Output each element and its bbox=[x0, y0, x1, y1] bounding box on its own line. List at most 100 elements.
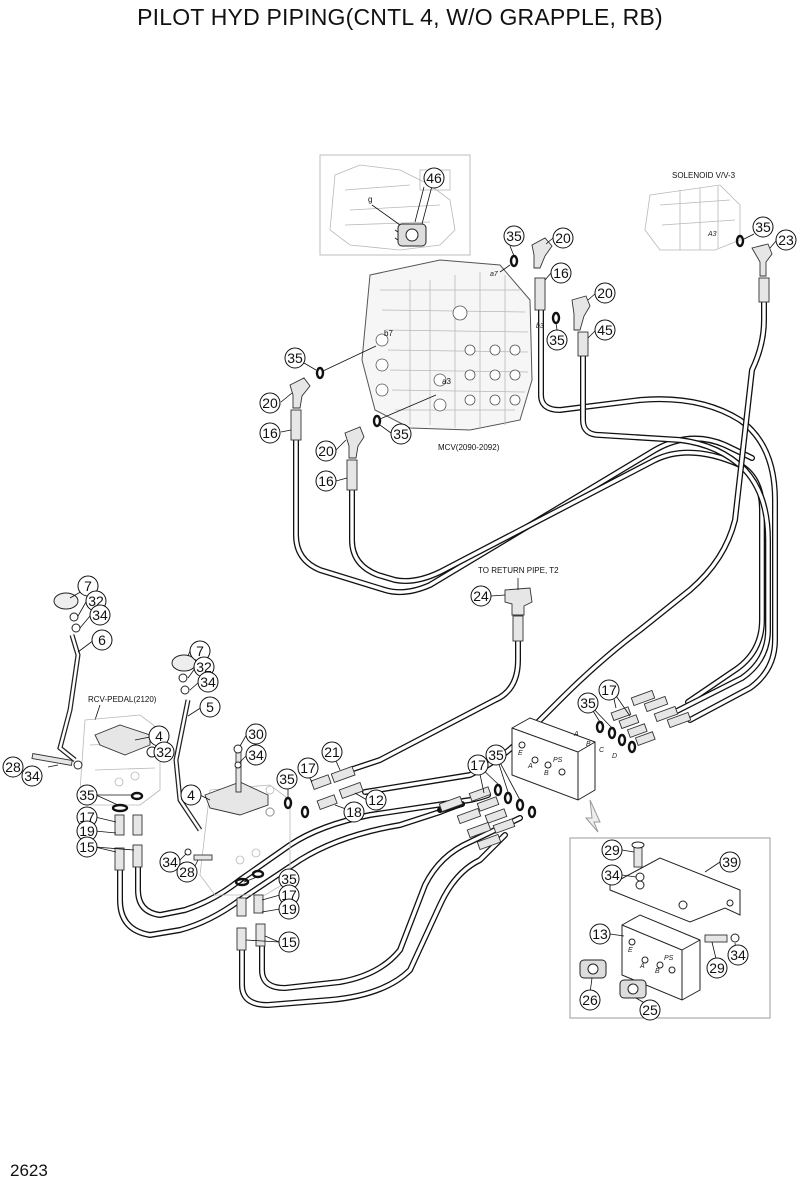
fittings-upper: a7 b3 bbox=[289, 234, 773, 491]
pressure-switch-25 bbox=[619, 979, 647, 999]
callout-46: 46 bbox=[423, 167, 445, 189]
port-mark-E-detail: E bbox=[628, 947, 633, 954]
svg-text:17: 17 bbox=[281, 887, 297, 903]
svg-text:4: 4 bbox=[155, 728, 163, 744]
svg-text:15: 15 bbox=[79, 839, 95, 855]
svg-text:17: 17 bbox=[470, 757, 486, 773]
callout-20: 20 bbox=[315, 440, 337, 462]
svg-text:16: 16 bbox=[318, 473, 334, 489]
callout-20: 20 bbox=[552, 227, 574, 249]
callout-21: 21 bbox=[321, 741, 343, 763]
callout-28: 28 bbox=[176, 861, 198, 883]
port-mark-A-detail: A bbox=[639, 963, 645, 970]
svg-text:35: 35 bbox=[79, 787, 95, 803]
callout-16: 16 bbox=[259, 422, 281, 444]
svg-text:21: 21 bbox=[324, 744, 340, 760]
callout-4: 4 bbox=[180, 784, 202, 806]
callout-19: 19 bbox=[278, 898, 300, 920]
callout-34: 34 bbox=[159, 851, 181, 873]
svg-text:17: 17 bbox=[601, 682, 617, 698]
svg-text:34: 34 bbox=[604, 867, 620, 883]
callout-35: 35 bbox=[276, 768, 298, 790]
callout-34: 34 bbox=[89, 604, 111, 626]
callout-23: 23 bbox=[775, 229, 797, 251]
callout-5: 5 bbox=[199, 696, 221, 718]
callout-35: 35 bbox=[577, 692, 599, 714]
svg-text:34: 34 bbox=[248, 747, 264, 763]
callout-35: 35 bbox=[278, 868, 300, 890]
svg-text:12: 12 bbox=[368, 792, 384, 808]
svg-text:20: 20 bbox=[597, 285, 613, 301]
callout-6: 6 bbox=[91, 629, 113, 651]
svg-text:32: 32 bbox=[156, 744, 172, 760]
svg-text:34: 34 bbox=[730, 947, 746, 963]
callout-30: 30 bbox=[245, 723, 267, 745]
svg-text:35: 35 bbox=[488, 747, 504, 763]
pressure-switch-46 bbox=[394, 223, 427, 247]
callout-45: 45 bbox=[594, 319, 616, 341]
svg-text:6: 6 bbox=[98, 632, 106, 648]
callout-35: 35 bbox=[76, 784, 98, 806]
svg-text:20: 20 bbox=[318, 443, 334, 459]
svg-text:25: 25 bbox=[642, 1002, 658, 1018]
mcv-label: MCV(2090-2092) bbox=[438, 443, 500, 452]
page-number: 2623 bbox=[10, 1161, 48, 1180]
page-title: PILOT HYD PIPING(CNTL 4, W/O GRAPPLE, RB… bbox=[137, 4, 663, 30]
callout-16: 16 bbox=[550, 262, 572, 284]
port-mark-a7: a7 bbox=[490, 271, 499, 278]
svg-text:35: 35 bbox=[755, 219, 771, 235]
terminal-block-main: E A B PS A B C D bbox=[438, 689, 692, 851]
svg-text:28: 28 bbox=[179, 864, 195, 880]
callout-24: 24 bbox=[470, 585, 492, 607]
callout-20: 20 bbox=[259, 392, 281, 414]
svg-text:34: 34 bbox=[92, 607, 108, 623]
port-mark-A3: A3 bbox=[707, 231, 717, 238]
port-mark-A-main: A bbox=[527, 763, 533, 770]
svg-text:17: 17 bbox=[300, 760, 316, 776]
fittings-middle bbox=[283, 765, 364, 819]
svg-text:4: 4 bbox=[187, 787, 195, 803]
callout-18: 18 bbox=[343, 801, 365, 823]
callout-32: 32 bbox=[153, 741, 175, 763]
callout-35: 35 bbox=[752, 216, 774, 238]
callout-34: 34 bbox=[197, 671, 219, 693]
callout-34: 34 bbox=[21, 765, 43, 787]
svg-text:18: 18 bbox=[346, 804, 362, 820]
callout-15: 15 bbox=[278, 931, 300, 953]
return-tee-24: TO RETURN PIPE, T2 bbox=[478, 566, 559, 642]
main-control-valve: b7 a3 MCV(2090-2092) bbox=[361, 259, 533, 452]
callout-17: 17 bbox=[598, 679, 620, 701]
callout-12: 12 bbox=[365, 789, 387, 811]
svg-text:30: 30 bbox=[248, 726, 264, 742]
svg-text:34: 34 bbox=[200, 674, 216, 690]
solenoid-label: SOLENOID V/V-3 bbox=[672, 171, 736, 180]
port-mark-PS-main: PS bbox=[553, 757, 563, 764]
svg-text:29: 29 bbox=[604, 842, 620, 858]
callout-17: 17 bbox=[467, 754, 489, 776]
svg-text:15: 15 bbox=[281, 934, 297, 950]
svg-text:16: 16 bbox=[262, 425, 278, 441]
svg-text:34: 34 bbox=[24, 768, 40, 784]
callout-35: 35 bbox=[284, 347, 306, 369]
svg-text:7: 7 bbox=[84, 578, 92, 594]
svg-text:19: 19 bbox=[79, 823, 95, 839]
solenoid-valve: SOLENOID V/V-3 A3 bbox=[644, 171, 741, 251]
svg-text:13: 13 bbox=[592, 926, 608, 942]
port-mark-b7: b7 bbox=[384, 329, 393, 338]
svg-text:23: 23 bbox=[778, 232, 794, 248]
callout-25: 25 bbox=[639, 999, 661, 1021]
pedal-assembly-right bbox=[171, 654, 291, 951]
callout-17: 17 bbox=[297, 757, 319, 779]
svg-text:35: 35 bbox=[580, 695, 596, 711]
callout-bubbles: 46 35 20 16 20 35 45 35 23 35 20 16 20 3… bbox=[2, 167, 797, 1021]
callout-20: 20 bbox=[594, 282, 616, 304]
port-mark-C-side: C bbox=[599, 747, 605, 754]
svg-text:19: 19 bbox=[281, 901, 297, 917]
svg-text:45: 45 bbox=[597, 322, 613, 338]
rcv-pedal-label: RCV-PEDAL(2120) bbox=[88, 695, 157, 704]
port-mark-B-main: B bbox=[544, 770, 549, 777]
callout-29: 29 bbox=[601, 839, 623, 861]
svg-text:20: 20 bbox=[262, 395, 278, 411]
svg-text:35: 35 bbox=[506, 228, 522, 244]
